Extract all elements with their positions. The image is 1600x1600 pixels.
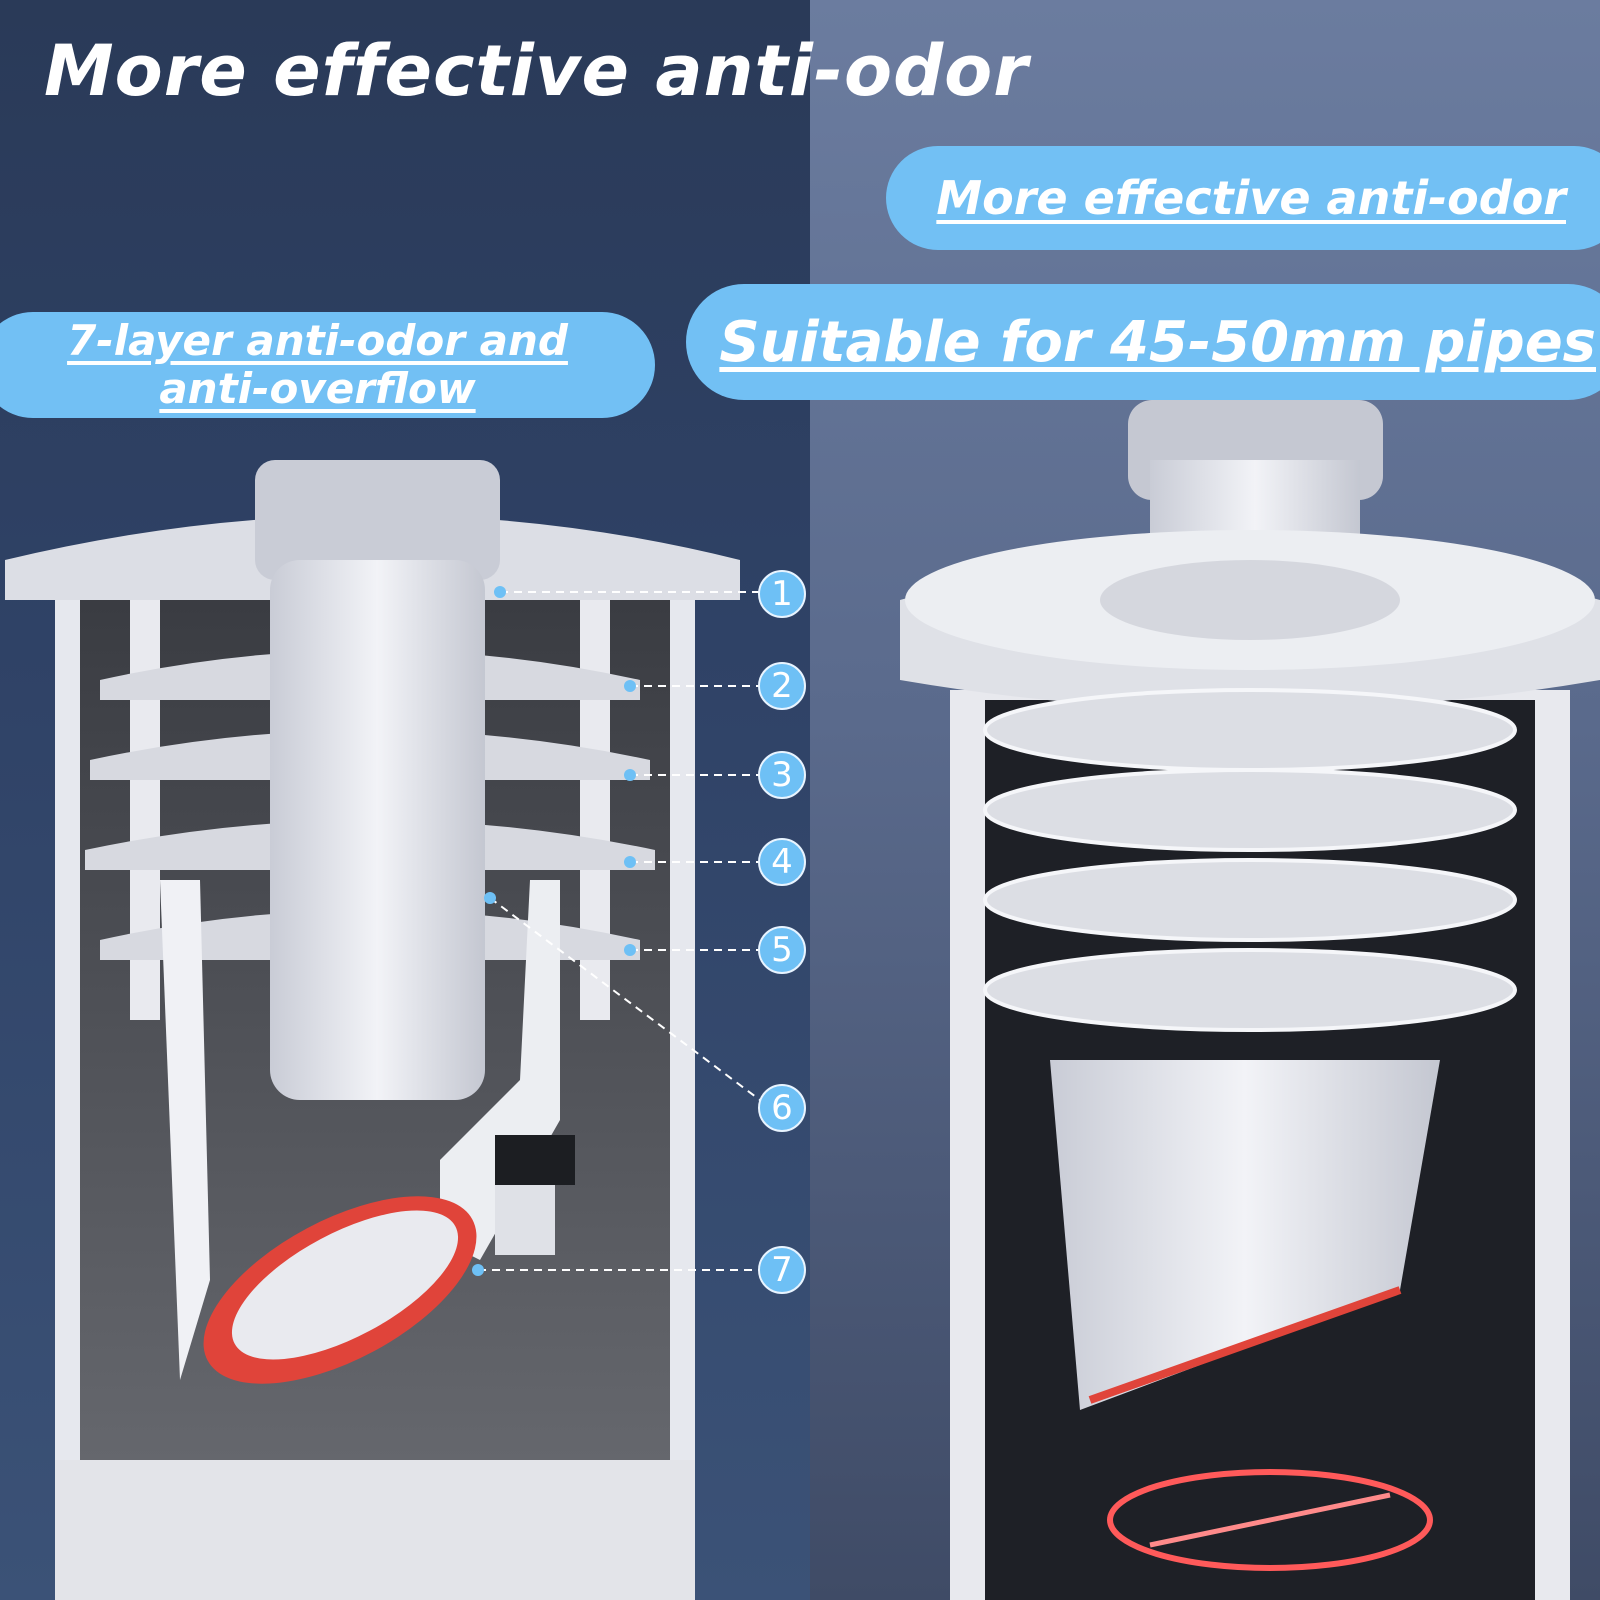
callout-badge-2: 2 [758, 662, 806, 710]
pipe-size-pill: Suitable for 45-50mm pipes [686, 284, 1600, 400]
callout-badge-3: 3 [758, 751, 806, 799]
callout-badge-5: 5 [758, 926, 806, 974]
callout-lines [478, 591, 761, 1271]
callout-badge-1: 1 [758, 570, 806, 618]
page-title: More effective anti-odor [44, 30, 1029, 112]
anti-odor-pill-text: More effective anti-odor [936, 171, 1566, 225]
left-drain-cutaway [5, 460, 740, 1600]
right-drain-product [900, 400, 1600, 1600]
anti-odor-pill: More effective anti-odor [886, 146, 1600, 250]
layers-line-2: anti-overflow [159, 364, 476, 413]
callout-badge-4: 4 [758, 838, 806, 886]
layers-line-1: 7-layer anti-odor and [67, 316, 568, 365]
layers-pill: 7-layer anti-odor and anti-overflow [0, 312, 655, 418]
pipe-size-text: Suitable for 45-50mm pipes [719, 309, 1596, 375]
callout-badge-6: 6 [758, 1084, 806, 1132]
callout-badge-7: 7 [758, 1246, 806, 1294]
